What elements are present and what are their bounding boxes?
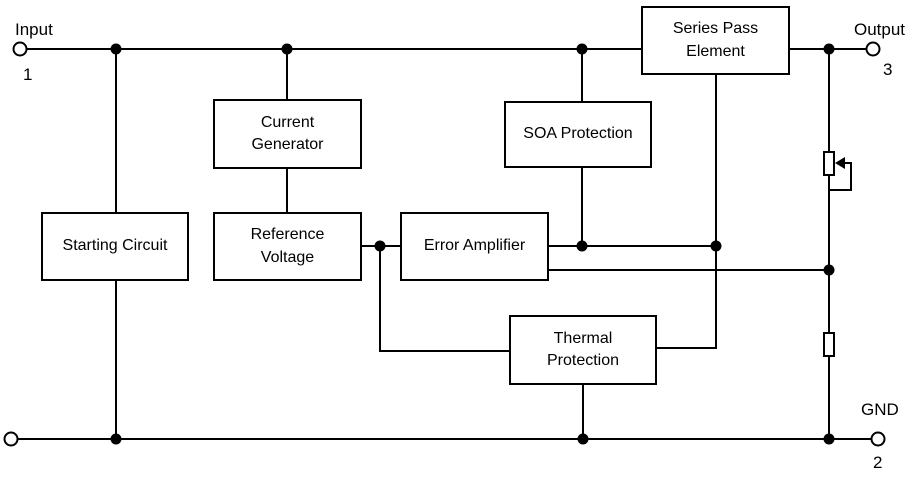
wire-rail-to-soa bbox=[581, 48, 583, 103]
wire-pot-wiper-tap bbox=[841, 162, 852, 164]
block-error-amplifier: Error Amplifier bbox=[400, 212, 549, 281]
resistor-r2 bbox=[823, 332, 835, 357]
block-thermal-protection: Thermal Protection bbox=[509, 315, 657, 385]
wire-pot-wiper-return bbox=[828, 189, 852, 191]
wire-series-pass-drive bbox=[715, 73, 717, 349]
junction-dot-feedback-node bbox=[823, 264, 835, 276]
junction-dot-gnd-divider bbox=[823, 433, 835, 445]
wire-soa-to-error-amp-out bbox=[581, 166, 583, 247]
resistor-r1-adjustable bbox=[823, 151, 835, 176]
input-label: Input bbox=[15, 20, 53, 39]
wire-thermal-input bbox=[380, 350, 511, 352]
wire-reference-to-thermal bbox=[379, 245, 381, 352]
output-label: Output bbox=[854, 20, 906, 39]
block-soa-protection: SOA Protection bbox=[504, 101, 652, 168]
junction-dot-soa-error-amp bbox=[576, 240, 588, 252]
junction-dot-reference-node bbox=[374, 240, 386, 252]
gnd-pin-number: 2 bbox=[873, 453, 883, 472]
block-starting-circuit: Starting Circuit bbox=[41, 212, 189, 281]
wire-feedback bbox=[547, 269, 830, 271]
wire-r2-to-gnd bbox=[828, 355, 830, 439]
wire-current-gen-to-reference bbox=[286, 167, 288, 214]
input-pin-number: 1 bbox=[23, 65, 33, 84]
wire-input-rail bbox=[26, 48, 642, 50]
junction-dot-gnd-thermal bbox=[577, 433, 589, 445]
junction-dot-output-node bbox=[823, 43, 835, 55]
wire-error-amp-output bbox=[547, 245, 717, 247]
block-reference-voltage: Reference Voltage bbox=[213, 212, 362, 281]
gnd-label: GND bbox=[861, 400, 899, 419]
junction-dot-input-soa bbox=[576, 43, 588, 55]
junction-dot-gnd-starting bbox=[110, 433, 122, 445]
gnd-rail-left-terminal-icon bbox=[3, 431, 19, 447]
gnd-terminal-icon bbox=[870, 431, 886, 447]
wire-starting-circuit-to-gnd bbox=[115, 279, 117, 439]
junction-dot-input-starting bbox=[110, 43, 122, 55]
wire-rail-to-starting-circuit bbox=[115, 48, 117, 214]
wire-r1-to-r2 bbox=[828, 174, 830, 333]
junction-dot-drive-node bbox=[710, 240, 722, 252]
wire-output-to-r1 bbox=[828, 48, 830, 152]
wire-thermal-output bbox=[655, 347, 717, 349]
output-pin-number: 3 bbox=[883, 60, 893, 79]
block-current-generator: Current Generator bbox=[213, 99, 362, 169]
output-terminal-icon bbox=[865, 41, 881, 57]
wire-rail-to-current-generator bbox=[286, 48, 288, 101]
junction-dot-input-current-gen bbox=[281, 43, 293, 55]
input-terminal-icon bbox=[12, 41, 28, 57]
wire-ground-rail bbox=[16, 438, 872, 440]
pot-wiper-arrow-icon bbox=[835, 157, 845, 169]
block-series-pass-element: Series Pass Element bbox=[641, 6, 790, 75]
wire-pot-wiper-drop bbox=[850, 162, 852, 191]
wire-thermal-to-gnd bbox=[582, 383, 584, 439]
